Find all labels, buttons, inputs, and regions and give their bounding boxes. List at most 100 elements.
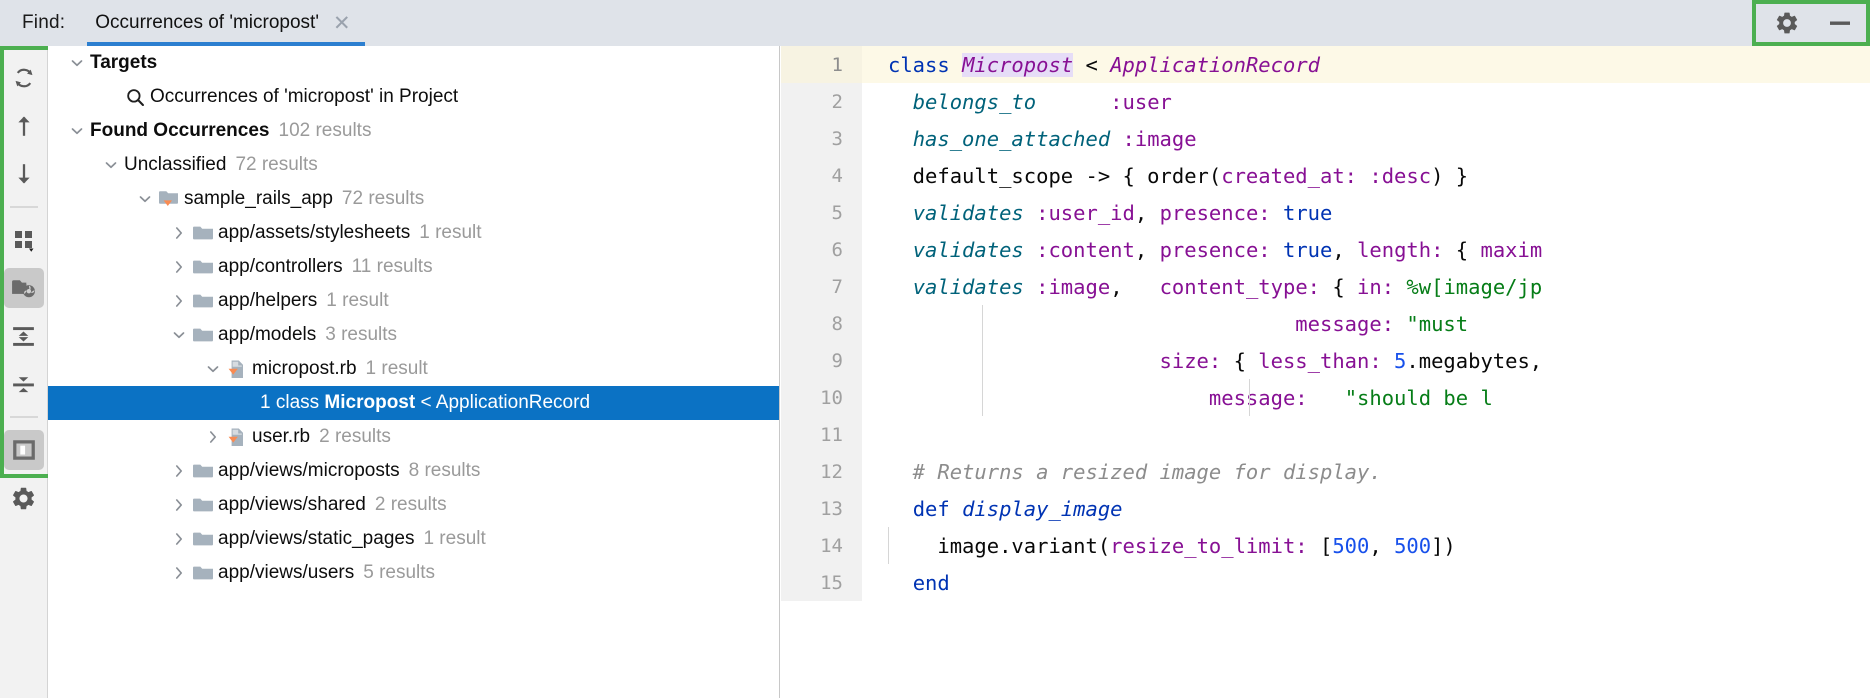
folder-icon <box>190 258 216 277</box>
next-occurrence-icon[interactable] <box>4 154 44 194</box>
chevron-right-icon[interactable] <box>168 522 190 556</box>
editor-line[interactable]: 13 def display_image <box>781 490 1870 527</box>
collapse-all-icon[interactable] <box>4 364 44 404</box>
show-preview-panel-icon[interactable] <box>3 430 44 470</box>
tree-row-micropost-result[interactable]: 1 class Micropost < ApplicationRecord <box>48 386 779 420</box>
code-token: Micropost <box>962 52 1074 77</box>
chevron-right-icon[interactable] <box>168 250 190 284</box>
close-icon[interactable]: ✕ <box>332 10 351 35</box>
tree-row-count: 8 results <box>408 460 481 481</box>
tree-row-count: 3 results <box>325 324 398 345</box>
code-token: presence: <box>1159 237 1271 262</box>
gear-icon[interactable] <box>1774 10 1800 36</box>
chevron-right-icon[interactable] <box>168 284 190 318</box>
line-number: 14 <box>781 527 862 564</box>
editor-line[interactable]: 11 <box>781 416 1870 453</box>
editor-line[interactable]: 15 end <box>781 564 1870 601</box>
code-token <box>1024 275 1036 299</box>
chevron-down-icon[interactable] <box>100 148 122 182</box>
ruby-file-icon <box>224 427 250 448</box>
code-text <box>862 416 888 453</box>
editor-line[interactable]: 10 message: "should be l <box>781 379 1870 416</box>
code-text: validates :user_id, presence: true <box>862 194 1333 231</box>
editor-line[interactable]: 6 validates :content, presence: true, le… <box>781 231 1870 268</box>
chevron-down-icon[interactable] <box>66 114 88 148</box>
chevron-right-icon[interactable] <box>202 420 224 454</box>
code-token: in: <box>1357 274 1395 299</box>
code-token: 500 <box>1394 533 1432 558</box>
tree-row-targets[interactable]: Targets <box>48 46 779 80</box>
line-number: 8 <box>781 305 862 342</box>
folder-icon <box>190 530 216 549</box>
line-number: 1 <box>781 46 862 83</box>
twisty-placeholder <box>236 386 258 420</box>
code-token <box>950 497 962 521</box>
editor-line[interactable]: 2 belongs_to :user <box>781 83 1870 120</box>
code-token: content_type: <box>1159 274 1321 299</box>
tree-row-count: 1 result <box>365 358 428 379</box>
editor-line[interactable]: 14 image.variant(resize_to_limit: [500, … <box>781 527 1870 564</box>
tree-row-count: 72 results <box>235 154 318 175</box>
rerun-search-icon[interactable] <box>4 58 44 98</box>
titlebar-actions-highlight <box>1752 0 1870 46</box>
minimize-icon[interactable] <box>1826 10 1854 36</box>
settings-gear-icon[interactable] <box>4 478 44 518</box>
chevron-right-icon[interactable] <box>168 454 190 488</box>
preview-usages-icon[interactable] <box>3 268 44 308</box>
chevron-down-icon[interactable] <box>202 352 224 386</box>
code-token: :image <box>1122 126 1197 151</box>
editor-line[interactable]: 4 default_scope -> { order(created_at: :… <box>781 157 1870 194</box>
code-token: :user_id <box>1036 200 1135 225</box>
tree-row-label: Occurrences of 'micropost' in Project <box>150 86 459 107</box>
indent-guide <box>982 305 983 342</box>
tree-row-occurrences-target[interactable]: Occurrences of 'micropost' in Project <box>48 80 779 114</box>
code-token: .megabytes, <box>1406 348 1543 373</box>
line-number: 15 <box>781 564 862 601</box>
code-text: # Returns a resized image for display. <box>862 453 1382 490</box>
chevron-down-icon[interactable] <box>168 318 190 352</box>
group-by-icon[interactable] <box>4 220 44 260</box>
indent-guide <box>888 527 889 564</box>
editor-line[interactable]: 12 # Returns a resized image for display… <box>781 453 1870 490</box>
code-token: , <box>1134 237 1160 262</box>
previous-occurrence-icon[interactable] <box>4 106 44 146</box>
editor-line[interactable]: 8 message: "must <box>781 305 1870 342</box>
chevron-down-icon[interactable] <box>66 46 88 80</box>
chevron-right-icon[interactable] <box>168 488 190 522</box>
editor-line[interactable]: 3 has_one_attached :image <box>781 120 1870 157</box>
tab-occurrences[interactable]: Occurrences of 'micropost' ✕ <box>87 0 365 46</box>
code-token: < <box>1073 52 1111 77</box>
chevron-right-icon[interactable] <box>168 556 190 590</box>
code-token: validates <box>912 200 1024 225</box>
code-token <box>1382 349 1394 373</box>
folder-icon <box>190 462 216 481</box>
tree-row-count: 1 result <box>423 528 486 549</box>
code-token: message: <box>1295 311 1395 336</box>
editor-line[interactable]: 5 validates :user_id, presence: true <box>781 194 1870 231</box>
editor-line[interactable]: 9 size: { less_than: 5.megabytes, <box>781 342 1870 379</box>
code-token: :desc <box>1369 163 1432 188</box>
expand-all-icon[interactable] <box>4 316 44 356</box>
code-token: belongs_to <box>912 89 1037 114</box>
chevron-down-icon[interactable] <box>134 182 156 216</box>
chevron-right-icon[interactable] <box>168 216 190 250</box>
editor-line[interactable]: 7 validates :image, content_type: { in: … <box>781 268 1870 305</box>
code-token: %w[image/jp <box>1406 274 1543 299</box>
tree-row-label: 1 class Micropost < ApplicationRecord <box>260 392 590 414</box>
